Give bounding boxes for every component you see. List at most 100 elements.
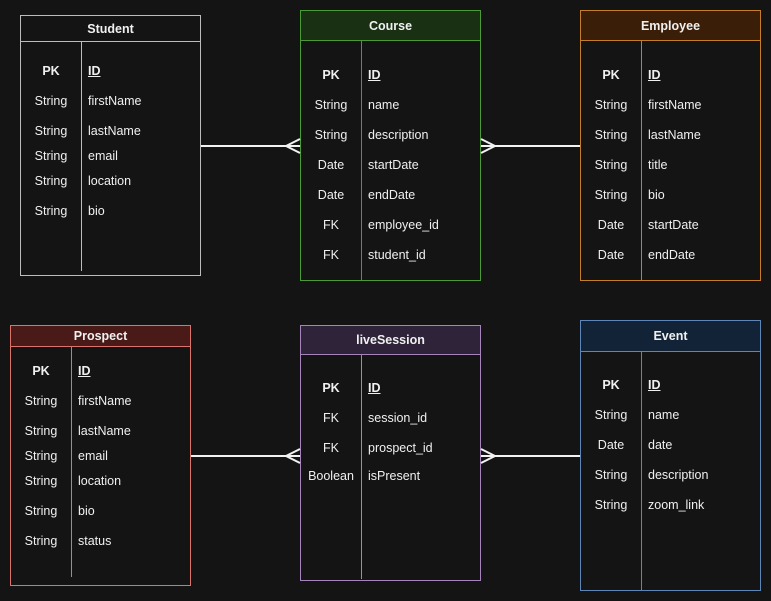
column-type: String: [594, 98, 628, 112]
column-row[interactable]: PK ID: [581, 66, 760, 86]
entity-livesession-title: liveSession: [301, 326, 480, 355]
column-field: zoom_link: [648, 498, 705, 512]
column-type: String: [594, 128, 628, 142]
column-field: endDate: [368, 188, 416, 202]
column-field: ID: [648, 68, 661, 82]
column-type: FK: [323, 441, 339, 455]
column-type: PK: [602, 68, 620, 82]
column-row[interactable]: String firstName: [581, 96, 760, 116]
column-field: email: [78, 449, 108, 463]
crows-foot-icon: [480, 138, 496, 154]
entity-column-divider: [641, 352, 642, 590]
column-row[interactable]: PK ID: [301, 379, 480, 399]
column-field: name: [648, 408, 680, 422]
column-field: lastName: [88, 124, 141, 138]
column-field: description: [648, 468, 709, 482]
column-field: lastName: [648, 128, 701, 142]
column-field: bio: [78, 504, 95, 518]
crows-foot-icon: [480, 448, 496, 464]
column-type: PK: [322, 381, 340, 395]
column-row[interactable]: String bio: [21, 202, 200, 222]
column-type: String: [34, 204, 68, 218]
column-field: ID: [88, 64, 101, 78]
column-field: firstName: [648, 98, 702, 112]
column-field: email: [88, 149, 118, 163]
column-type: Date: [597, 248, 625, 262]
entity-student-title: Student: [21, 16, 200, 42]
column-type: String: [594, 158, 628, 172]
column-field: employee_id: [368, 218, 439, 232]
column-field: firstName: [88, 94, 142, 108]
column-field: ID: [368, 381, 381, 395]
column-type: String: [24, 504, 58, 518]
column-row[interactable]: String firstName: [11, 392, 190, 412]
relationship-student-course[interactable]: [201, 138, 301, 154]
column-type: String: [24, 534, 58, 548]
column-row[interactable]: String title: [581, 156, 760, 176]
column-row[interactable]: PK ID: [581, 376, 760, 396]
column-type: PK: [602, 378, 620, 392]
column-field: status: [78, 534, 112, 548]
entity-event-title: Event: [581, 321, 760, 352]
column-field: isPresent: [368, 469, 421, 483]
entity-column-divider: [81, 42, 82, 271]
relationship-employee-course[interactable]: [480, 138, 580, 154]
column-row[interactable]: String lastName: [581, 126, 760, 146]
column-field: ID: [78, 364, 91, 378]
column-field: bio: [88, 204, 105, 218]
column-field: prospect_id: [368, 441, 433, 455]
entity-column-divider: [361, 355, 362, 579]
relationship-event-livesession[interactable]: [480, 448, 580, 464]
column-row[interactable]: String bio: [11, 502, 190, 522]
entity-column-divider: [641, 41, 642, 280]
column-type: String: [24, 394, 58, 408]
column-type: String: [24, 474, 58, 488]
column-row[interactable]: String location: [11, 472, 190, 492]
entity-column-divider: [71, 347, 72, 577]
relationship-prospect-livesession[interactable]: [191, 448, 301, 464]
column-row[interactable]: String lastName: [21, 122, 200, 142]
column-row[interactable]: String status: [11, 532, 190, 552]
column-field: title: [648, 158, 668, 172]
column-type: FK: [323, 248, 339, 262]
column-field: location: [78, 474, 122, 488]
column-type: String: [34, 174, 68, 188]
column-type: String: [34, 124, 68, 138]
column-field: ID: [648, 378, 661, 392]
column-field: startDate: [368, 158, 419, 172]
column-field: firstName: [78, 394, 132, 408]
column-field: description: [368, 128, 429, 142]
column-row[interactable]: FK prospect_id: [301, 439, 480, 459]
crows-foot-icon: [285, 448, 301, 464]
column-field: lastName: [78, 424, 131, 438]
